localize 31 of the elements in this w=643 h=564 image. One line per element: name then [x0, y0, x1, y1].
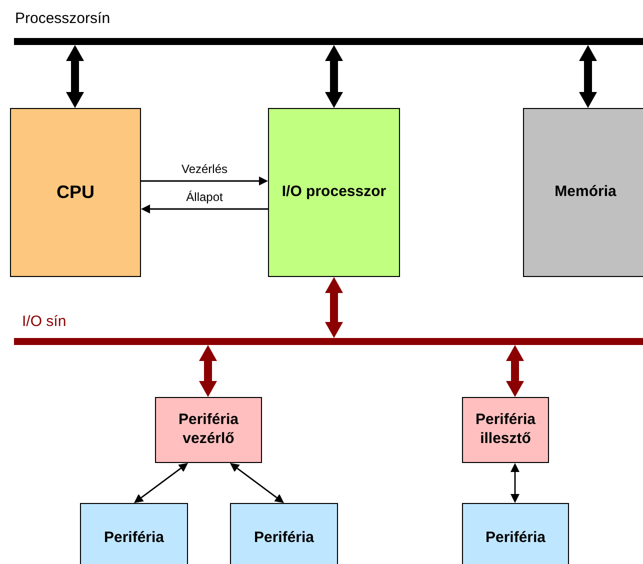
- edge-label: Állapot: [184, 190, 225, 204]
- node-label: Periféria vezérlő: [177, 411, 240, 449]
- node-label: Periféria illesztő: [474, 411, 537, 449]
- cpu-box: [10, 108, 141, 277]
- arrow: [579, 45, 597, 108]
- node-label: Periféria: [254, 528, 314, 548]
- arrow: [66, 45, 84, 108]
- edge-label: Vezérlés: [179, 162, 230, 176]
- memory-box: [523, 108, 643, 277]
- node-label: Periféria: [485, 528, 546, 548]
- node-label: I/O processzor: [282, 183, 386, 202]
- arrow: [141, 176, 268, 186]
- arrow: [230, 463, 284, 503]
- node-label: Periféria: [104, 528, 164, 548]
- arrow: [510, 463, 520, 503]
- peripheral-box: [230, 503, 338, 564]
- processor-box: [268, 108, 400, 277]
- arrow: [506, 345, 524, 397]
- arrow: [134, 463, 188, 503]
- bus-label: Processzorsín: [15, 10, 110, 27]
- node-label: Memória: [554, 183, 616, 202]
- peripheral-box: [462, 503, 569, 564]
- adapter-box: [462, 397, 549, 463]
- peripheral-box: [80, 503, 188, 564]
- arrow: [141, 204, 268, 214]
- controller-box: [155, 397, 262, 463]
- arrow: [325, 45, 343, 108]
- bus-label: I/O sín: [22, 313, 66, 330]
- arrow: [199, 345, 217, 397]
- node-label: CPU: [56, 181, 94, 204]
- arrow: [325, 277, 343, 338]
